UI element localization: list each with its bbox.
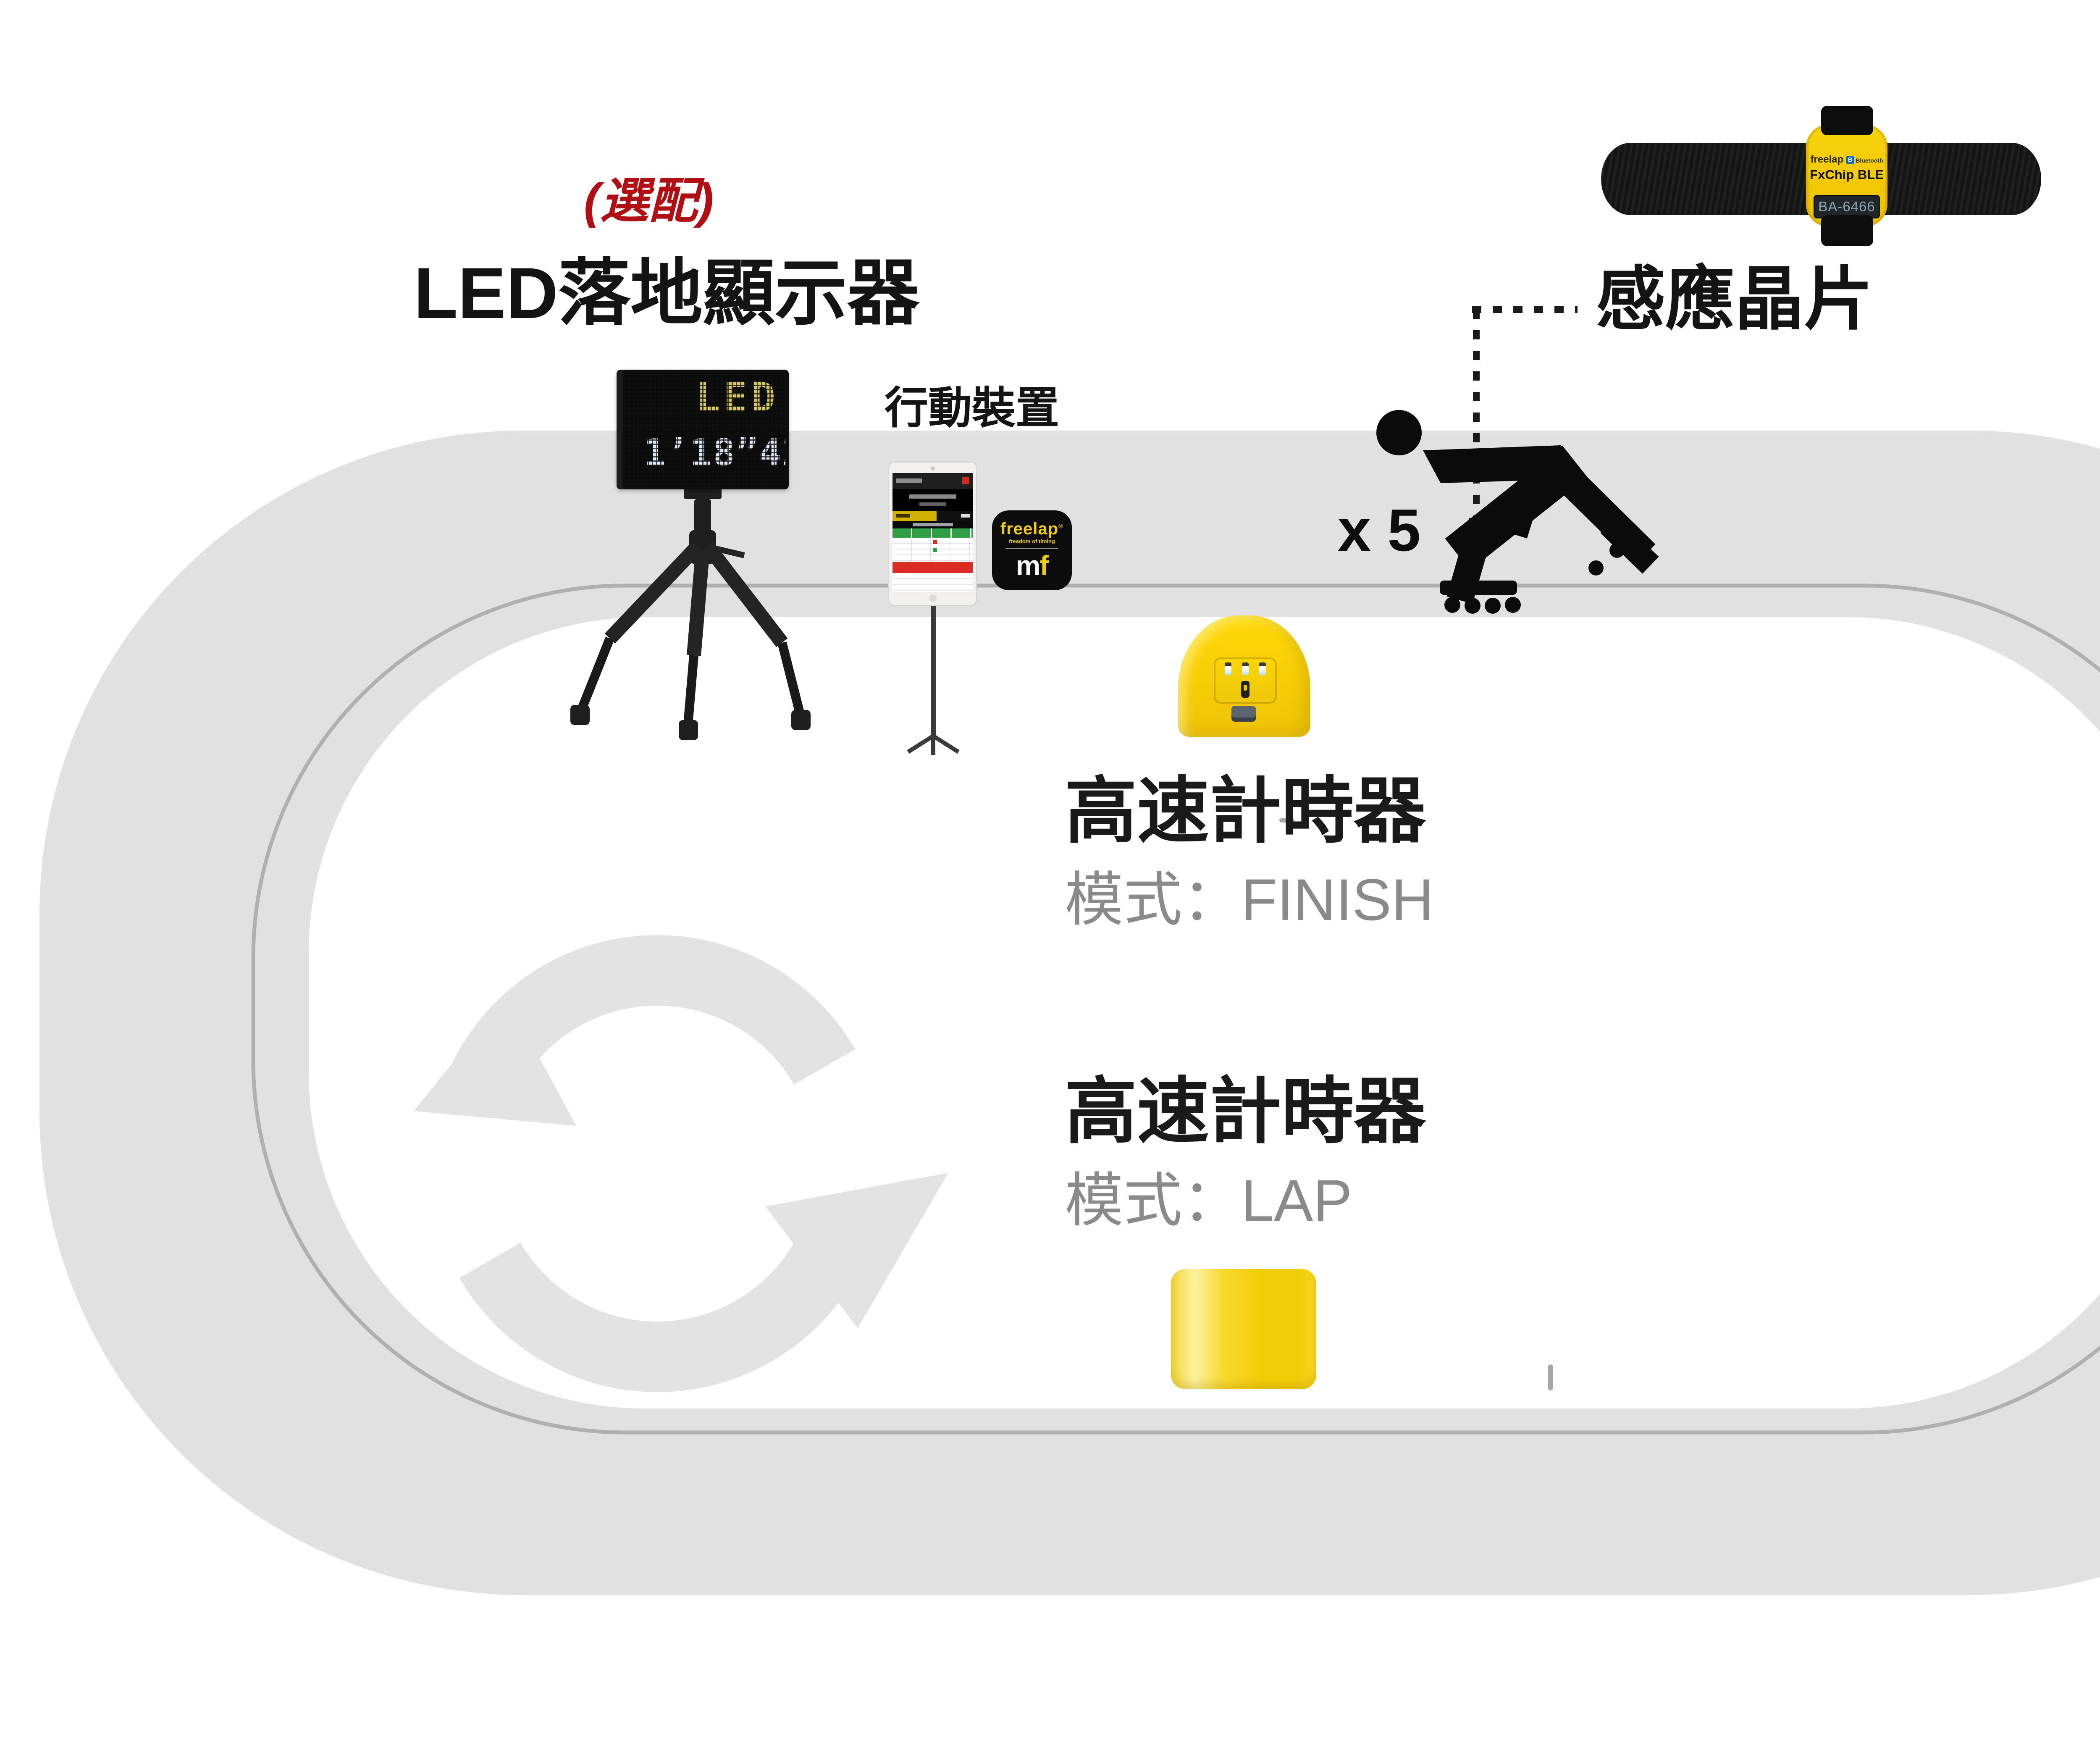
chip-model-text: FxChip BLE [1810, 167, 1884, 182]
mobile-phone [888, 461, 977, 606]
led-display-title: LED落地顯示器 [414, 253, 919, 334]
optional-note: (選配) [584, 173, 714, 228]
app-tagline-text: freedom of timing [1009, 538, 1055, 544]
timer-led-indicator [1225, 662, 1231, 675]
chip-brand-text: freelap [1810, 154, 1844, 165]
freelap-app-icon: freelap® freedom of timing mf [992, 510, 1072, 590]
bluetooth-icon: B [1846, 156, 1855, 164]
sensor-chip-label: 感應晶片 [1596, 260, 1873, 338]
chip-strap-top [1821, 106, 1873, 135]
timer-finish-mode: 模式：FINISH [1065, 867, 1434, 933]
led-screen: LED 1’18”42 [622, 372, 785, 487]
lane-line [251, 583, 2100, 1435]
timer-lap-title: 高速計時器 [1065, 1071, 1426, 1152]
connector-dotted-line [1472, 306, 1578, 555]
finish-timer-device [1178, 615, 1310, 737]
chip-bluetooth-text: Bluetooth [1856, 157, 1883, 164]
timer-finish-title: 高速計時器 [1065, 771, 1426, 851]
phone-home-button [929, 594, 937, 602]
stray-mark [1279, 818, 1294, 823]
chip-serial-screen: BA-6466 [1814, 195, 1880, 218]
timer-lap-mode: 模式：LAP [1065, 1167, 1352, 1233]
stray-mark [1548, 1364, 1553, 1390]
phone-stand [907, 606, 960, 755]
app-table-header-row [892, 528, 973, 538]
led-screen-brand-text: LED [696, 374, 779, 421]
app-red-row [892, 562, 973, 573]
led-display-panel: LED 1’18”42 [617, 370, 789, 489]
timer-led-indicator [1259, 662, 1266, 675]
skater-count-label: x 5 [1338, 497, 1421, 564]
chip-strap-bottom [1821, 215, 1873, 246]
phone-screen [892, 473, 973, 592]
app-icon-divider [1005, 548, 1058, 549]
app-highlight-row [892, 511, 973, 521]
track-ring [39, 431, 2100, 1595]
app-brand-text: freelap® [1000, 520, 1064, 538]
timer-led-indicator [1242, 662, 1249, 675]
app-table-rows [892, 538, 973, 562]
timer-panel-glyph [1241, 681, 1250, 698]
mobile-device-label: 行動裝置 [885, 384, 1060, 433]
phone-camera-dot [930, 466, 935, 470]
skater-icon [1376, 410, 1659, 614]
timer-front-panel [1214, 657, 1277, 704]
app-mf-mark: mf [1016, 550, 1049, 581]
app-dark-row [892, 521, 973, 528]
direction-arrows-icon [414, 935, 948, 1392]
app-timer-area [892, 489, 973, 511]
tripod-icon [570, 487, 811, 740]
app-header-bar [892, 473, 973, 489]
registered-mark: ® [1058, 523, 1064, 530]
timer-connector-port [1231, 706, 1256, 722]
chip-serial-text: BA-6466 [1818, 199, 1875, 214]
led-screen-time-text: 1’18”42 [643, 431, 785, 474]
lap-timer-device [1171, 1269, 1316, 1389]
app-table-rows-bottom [892, 573, 973, 592]
